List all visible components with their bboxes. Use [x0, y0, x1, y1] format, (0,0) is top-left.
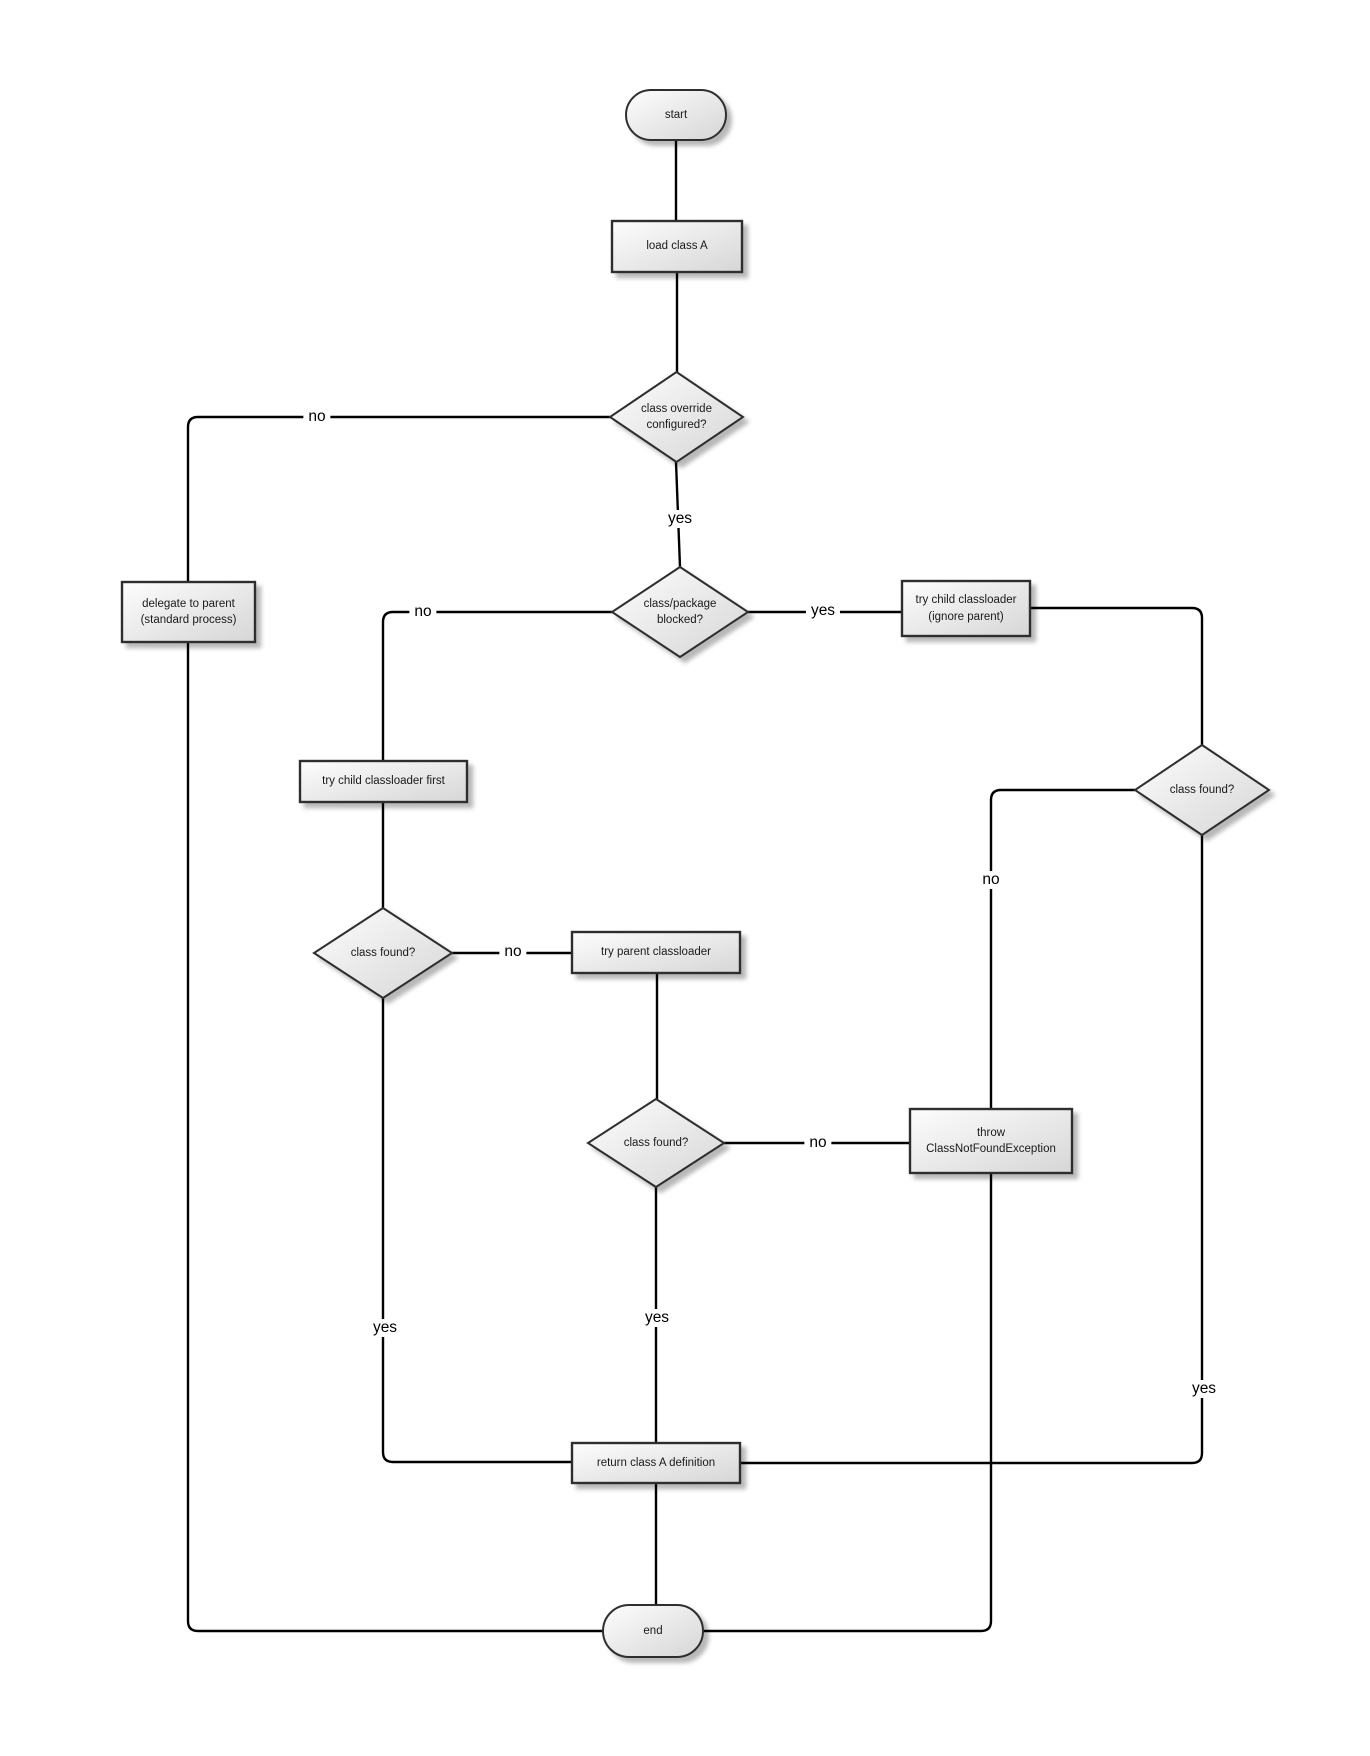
edge-override-no-to-delegate: [186, 415, 610, 582]
class-package-blocked-diamond: [610, 565, 750, 659]
delegate-to-parent-shape: [120, 580, 257, 644]
class-found-left-diamond: [312, 906, 454, 1000]
edge-rightfound-no-to-throw: [989, 788, 1135, 1109]
try-child-first-shape: [298, 759, 469, 804]
nodes-layer: [120, 89, 1271, 1658]
class-found-middle-diamond: [586, 1097, 726, 1189]
try-parent-classloader-shape: [570, 930, 742, 975]
edge-leftfound-yes-to-return: [381, 998, 572, 1464]
throw-cnfe-shape: [908, 1107, 1074, 1175]
edges-layer: [186, 140, 1204, 1633]
end-node-shape: [602, 1604, 704, 1658]
edge-delegate-to-end: [186, 642, 603, 1633]
edge-blocked-no-to-trychildfirst: [381, 610, 612, 761]
try-child-ignore-parent-shape: [900, 579, 1032, 638]
edge-throw-to-end: [703, 1173, 993, 1633]
edge-override-yes-to-blocked: [674, 461, 682, 568]
start-node-shape: [625, 89, 727, 141]
edge-trychildignore-to-rightfound: [1030, 606, 1204, 745]
class-found-right-diamond: [1133, 743, 1271, 837]
edge-rightfound-yes-to-return: [740, 835, 1204, 1465]
return-class-a-shape: [570, 1441, 742, 1485]
class-override-diamond: [608, 370, 745, 464]
load-class-a-shape: [610, 219, 744, 274]
